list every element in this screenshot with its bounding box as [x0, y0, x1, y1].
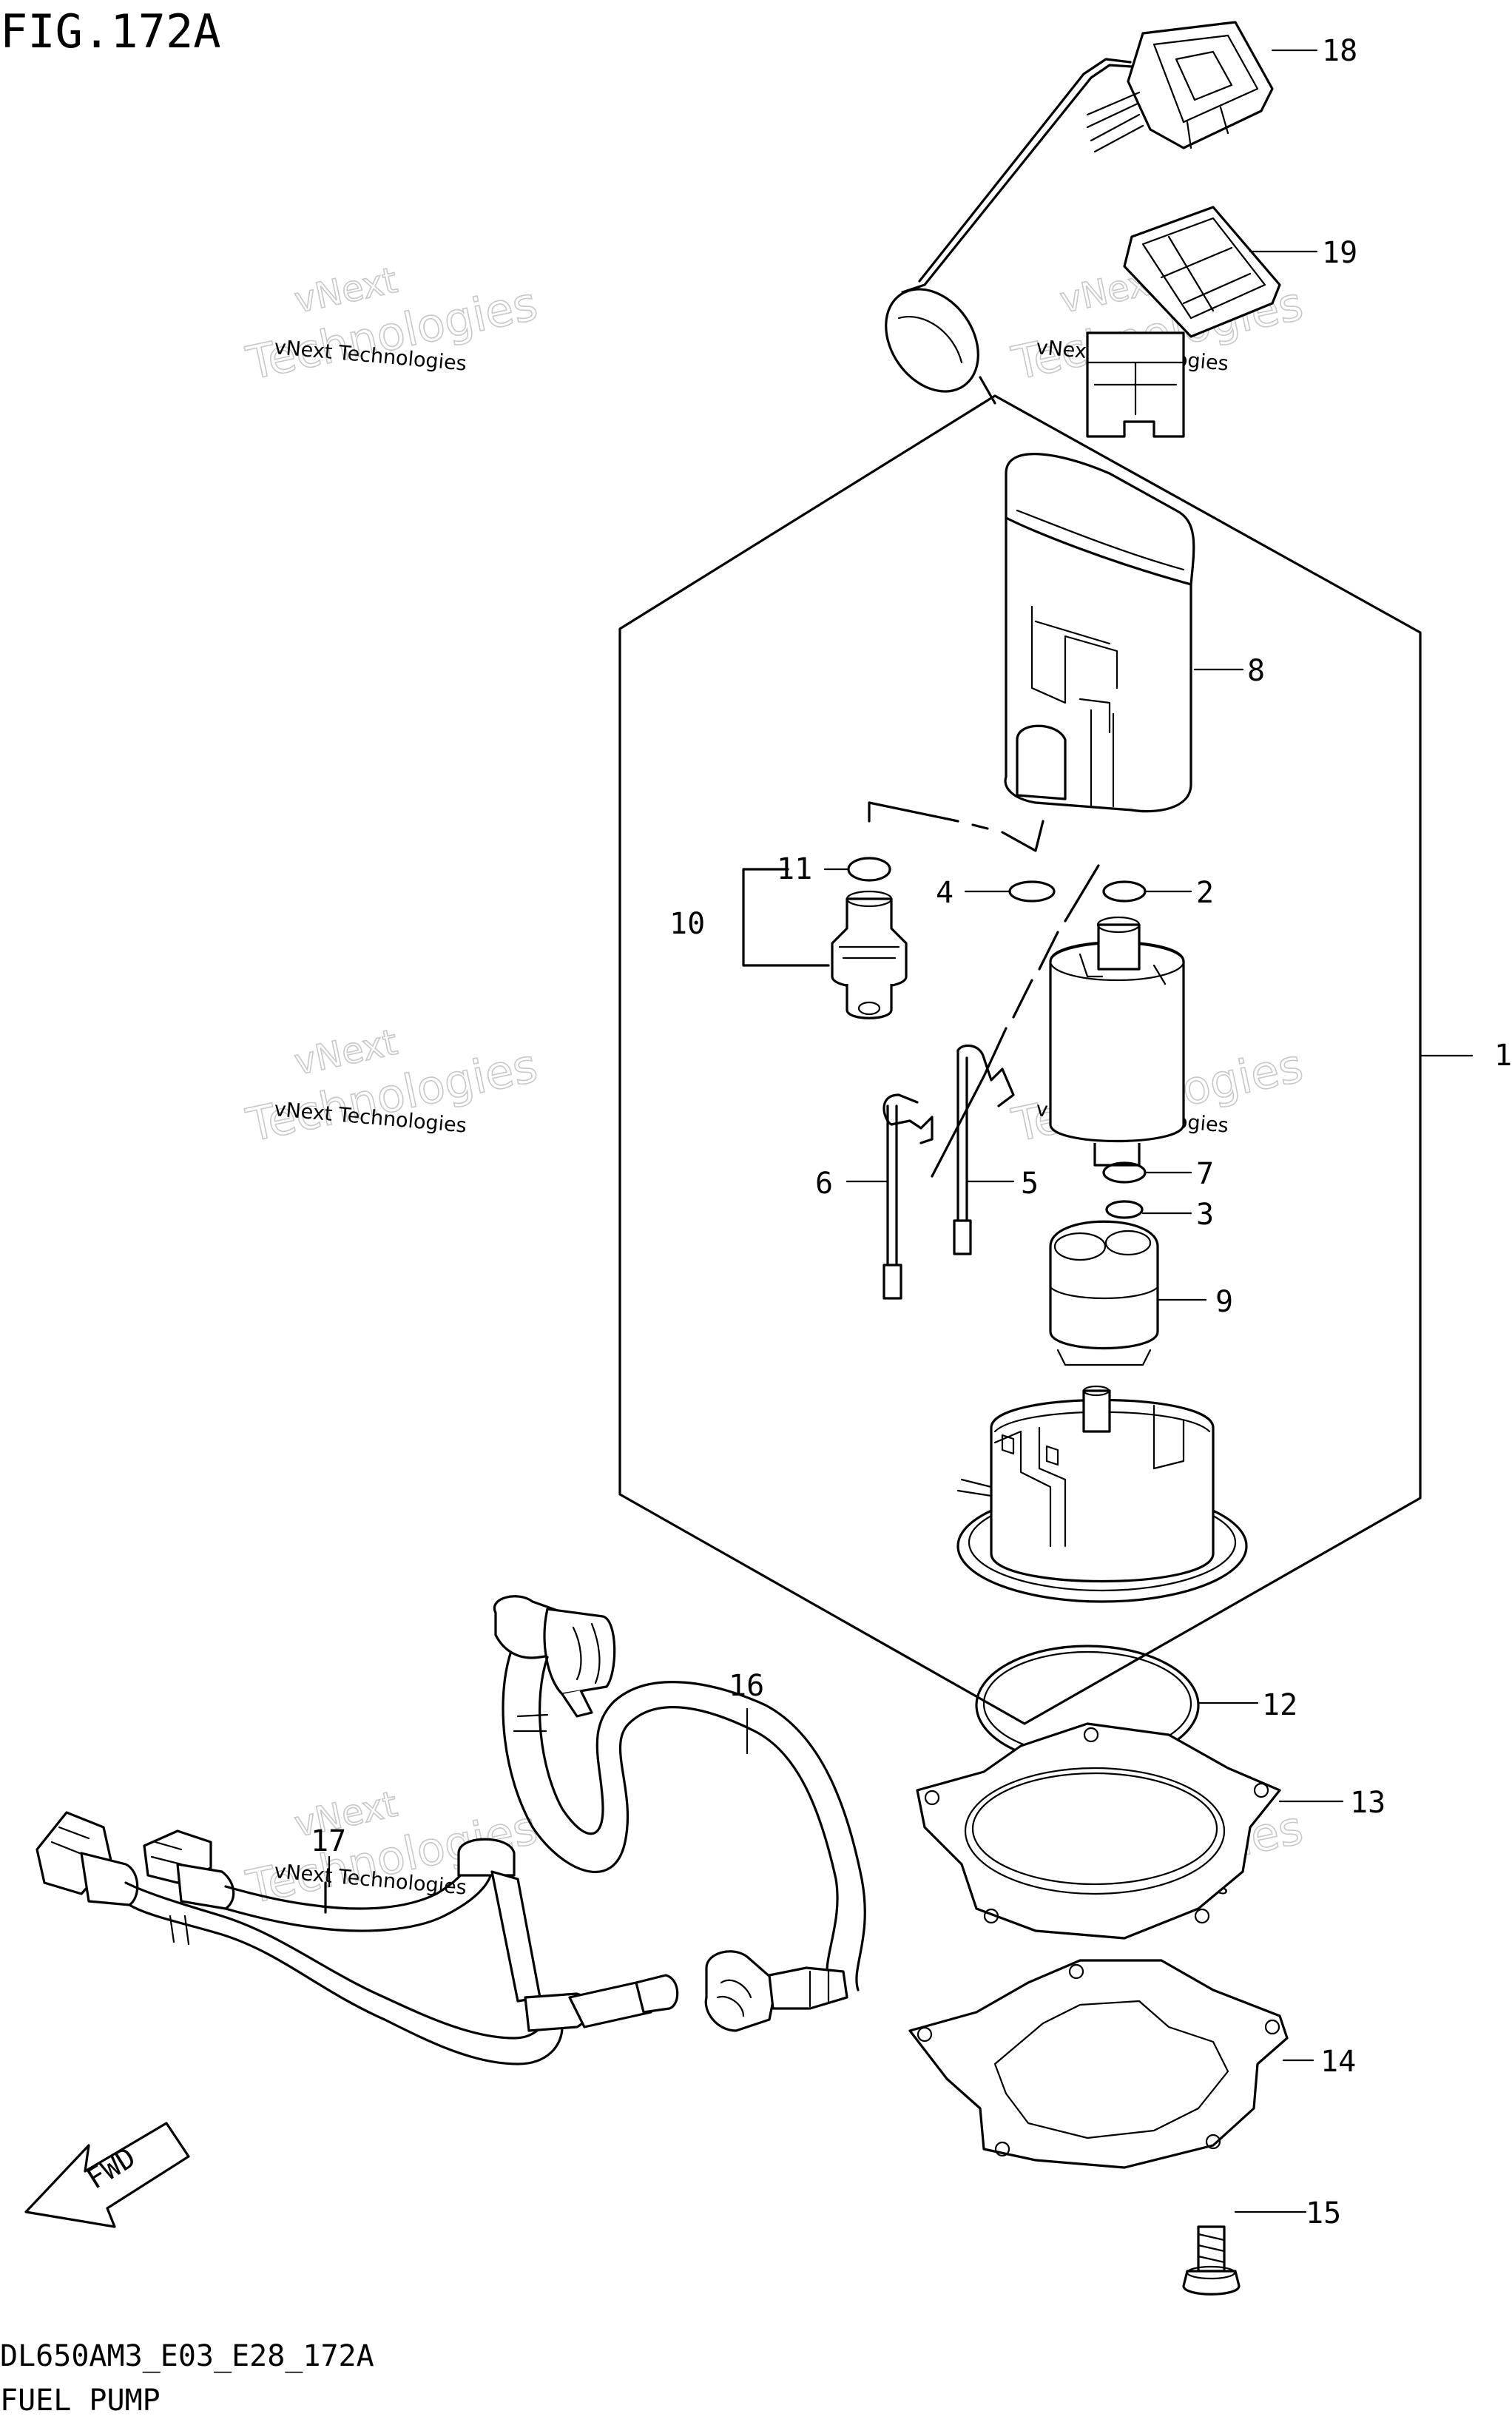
part-18-fuel-level-sender — [885, 21, 1274, 405]
callout-leaders — [328, 49, 1474, 2213]
part-17-fuel-hose — [36, 1811, 679, 2065]
figure-code: DL650AM3_E03_E28_172A — [0, 2339, 374, 2373]
assembly-outline — [618, 394, 1422, 1725]
figure-name: FUEL PUMP — [0, 2384, 161, 2418]
callout-9: 9 — [1215, 1285, 1233, 1319]
callout-labels: 18 19 8 11 10 4 2 1 6 5 7 3 9 12 13 14 1… — [311, 34, 1512, 2230]
part-11-o-ring — [847, 857, 891, 882]
callout-15: 15 — [1306, 2196, 1341, 2230]
part-4-o-ring — [1008, 880, 1056, 903]
part-10-bracket-leader — [742, 868, 830, 967]
part-8-fuel-filter — [1004, 453, 1195, 813]
callout-8: 8 — [1247, 654, 1265, 688]
callout-6: 6 — [815, 1167, 833, 1201]
part-14-flange-plate — [908, 1959, 1289, 2169]
callout-4: 4 — [936, 876, 954, 910]
part-7-o-ring — [1102, 1161, 1147, 1184]
callout-19: 19 — [1322, 236, 1357, 270]
callout-17: 17 — [311, 1824, 346, 1858]
fuel-pump-motor — [1049, 916, 1185, 1167]
callout-1: 1 — [1494, 1039, 1512, 1073]
part-6-lead-wire — [882, 1093, 934, 1300]
fwd-direction-arrow: FWD — [24, 2122, 190, 2228]
part-13-retainer-plate — [916, 1722, 1281, 1940]
filter-dash-leader — [868, 801, 1044, 852]
figure-title: FIG.172A — [0, 4, 221, 58]
part-5-lead-wire — [953, 1044, 1015, 1255]
callout-3: 3 — [1196, 1198, 1214, 1232]
part-15-bolt — [1182, 2225, 1241, 2296]
callout-5: 5 — [1021, 1167, 1039, 1201]
callout-13: 13 — [1350, 1786, 1386, 1820]
callout-18: 18 — [1322, 34, 1357, 68]
callout-10: 10 — [669, 907, 705, 941]
callout-11: 11 — [777, 852, 812, 886]
part-9-pump-holder — [1049, 1220, 1159, 1366]
part-2-o-ring — [1102, 880, 1147, 903]
part-19-cover-plate — [1086, 206, 1281, 438]
callout-12: 12 — [1262, 1688, 1297, 1722]
pump-base-flange — [956, 1385, 1248, 1603]
callout-7: 7 — [1196, 1157, 1214, 1191]
callout-14: 14 — [1320, 2045, 1356, 2079]
part-16-fuel-hose — [493, 1595, 866, 2032]
callout-2: 2 — [1196, 876, 1214, 910]
pump-dash-leader — [931, 864, 1100, 1178]
part-3-o-ring — [1105, 1200, 1144, 1219]
callout-16: 16 — [729, 1669, 764, 1703]
part-10-pressure-regulator — [831, 890, 908, 1019]
